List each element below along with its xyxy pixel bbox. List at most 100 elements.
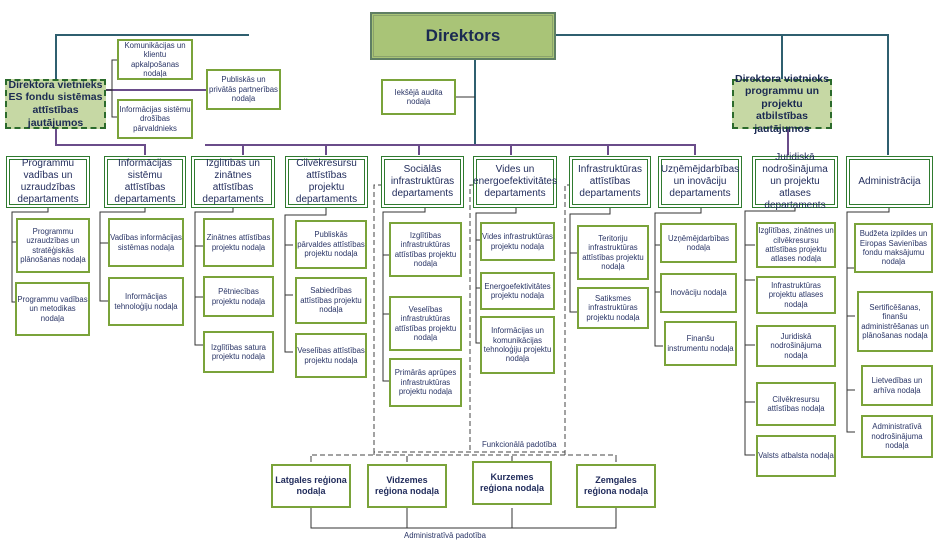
- department-box[interactable]: Administrācija: [846, 156, 933, 208]
- deputy-eu-funds-box[interactable]: Direktora vietnieks ES fondu sistēmas at…: [5, 79, 106, 129]
- director-label: Direktors: [425, 25, 501, 45]
- unit-box[interactable]: Infrastruktūras projektu atlases nodaļa: [756, 276, 836, 314]
- unit-label: Lietvedības un arhīva nodaļa: [871, 376, 923, 395]
- unit-label: Zinātnes attīstības projektu nodaļa: [206, 233, 271, 252]
- region-label: Vidzemes reģiona nodaļa: [374, 475, 439, 496]
- unit-box[interactable]: Publiskās pārvaldes attīstības projektu …: [295, 220, 367, 269]
- region-zemgale-box[interactable]: Zemgales reģiona nodaļa: [576, 464, 656, 508]
- unit-box[interactable]: Satiksmes infrastruktūras projektu nodaļ…: [577, 287, 649, 329]
- unit-label: Budžeta izpildes un Eiropas Savienības f…: [859, 229, 928, 267]
- unit-box[interactable]: Programmu vadības un metodikas nodaļa: [15, 282, 90, 336]
- unit-label: Pētniecības projektu nodaļa: [211, 287, 266, 306]
- unit-label: Teritoriju infrastruktūras attīstības pr…: [582, 233, 644, 271]
- communication-unit-label: Komunikācijas un klientu apkalpošanas no…: [124, 40, 186, 78]
- communication-unit-box[interactable]: Komunikācijas un klientu apkalpošanas no…: [117, 39, 193, 80]
- region-vidzeme-box[interactable]: Vidzemes reģiona nodaļa: [367, 464, 447, 508]
- unit-box[interactable]: Primārās aprūpes infrastruktūras projekt…: [389, 358, 462, 407]
- deputy-programs-box[interactable]: Direktora vietnieks programmu un projekt…: [732, 73, 832, 135]
- unit-box[interactable]: Finanšu instrumentu nodaļa: [664, 321, 737, 366]
- department-box[interactable]: Uzņēmējdarbības un inovāciju departament…: [658, 156, 742, 208]
- unit-box[interactable]: Zinātnes attīstības projektu nodaļa: [203, 218, 274, 267]
- department-box[interactable]: Izglītības un zinātnes attīstības depart…: [191, 156, 275, 208]
- functional-subordination-caption: Funkcionālā padotība: [482, 440, 557, 449]
- unit-label: Informācijas tehnoloģiju nodaļa: [114, 292, 178, 311]
- department-box[interactable]: Informācijas sistēmu attīstības departam…: [104, 156, 186, 208]
- unit-box[interactable]: Administratīvā nodrošinājuma nodaļa: [861, 415, 933, 458]
- unit-label: Uzņēmējdarbības nodaļa: [667, 233, 730, 252]
- unit-label: Veselības infrastruktūras attīstības pro…: [394, 304, 457, 342]
- unit-label: Sertificēšanas, finanšu administrēšanas …: [861, 302, 929, 340]
- unit-label: Valsts atbalsta nodaļa: [758, 451, 834, 461]
- unit-label: Vides infrastruktūras projektu nodaļa: [482, 232, 553, 251]
- unit-label: Veselības attīstības projektu nodaļa: [297, 346, 365, 365]
- region-latgale-box[interactable]: Latgales reģiona nodaļa: [271, 464, 351, 508]
- unit-box[interactable]: Vadības informācijas sistēmas nodaļa: [108, 218, 184, 267]
- region-label: Latgales reģiona nodaļa: [275, 475, 347, 496]
- unit-box[interactable]: Energoefektivitātes projektu nodaļa: [480, 272, 555, 310]
- unit-label: Sabiedrības attīstības projektu nodaļa: [300, 286, 362, 315]
- unit-label: Izglītības infrastruktūras attīstības pr…: [394, 230, 457, 268]
- unit-label: Energoefektivitātes projektu nodaļa: [484, 281, 551, 300]
- unit-box[interactable]: Pētniecības projektu nodaļa: [203, 276, 274, 317]
- ppp-unit-label: Publiskās un privātās partnerības nodaļa: [209, 75, 278, 104]
- unit-label: Publiskās pārvaldes attīstības projektu …: [297, 230, 365, 259]
- unit-box[interactable]: Programmu uzraudzības un stratēģiskās pl…: [16, 218, 90, 273]
- unit-label: Finanšu instrumentu nodaļa: [667, 334, 734, 353]
- department-label: Vides un energoefektivitātes departament…: [473, 164, 557, 199]
- unit-box[interactable]: Veselības attīstības projektu nodaļa: [295, 333, 367, 378]
- department-label: Infrastruktūras attīstības departaments: [578, 164, 642, 199]
- department-box[interactable]: Vides un energoefektivitātes departament…: [473, 156, 557, 208]
- department-label: Izglītības un zinātnes attīstības depart…: [202, 158, 264, 205]
- director-box[interactable]: Direktors: [370, 12, 556, 60]
- unit-label: Izglītības, zinātnes un cilvēkresursu at…: [758, 226, 834, 264]
- unit-box[interactable]: Vides infrastruktūras projektu nodaļa: [480, 222, 555, 261]
- region-label: Zemgales reģiona nodaļa: [583, 475, 648, 496]
- department-label: Uzņēmējdarbības un inovāciju departament…: [660, 164, 740, 199]
- department-label: Informācijas sistēmu attīstības departam…: [114, 158, 176, 205]
- unit-label: Administratīvā nodrošinājuma nodaļa: [871, 422, 923, 451]
- unit-box[interactable]: Uzņēmējdarbības nodaļa: [660, 223, 737, 263]
- internal-audit-label: Iekšējā audita nodaļa: [394, 87, 443, 106]
- unit-box[interactable]: Juridiskā nodrošinājuma nodaļa: [756, 325, 836, 367]
- unit-box[interactable]: Inovāciju nodaļa: [660, 273, 737, 313]
- unit-box[interactable]: Izglītības satura projektu nodaļa: [203, 331, 274, 373]
- ppp-unit-box[interactable]: Publiskās un privātās partnerības nodaļa: [206, 69, 281, 110]
- unit-box[interactable]: Informācijas tehnoloģiju nodaļa: [108, 277, 184, 326]
- department-box[interactable]: Programmu vadības un uzraudzības departa…: [6, 156, 90, 208]
- department-box[interactable]: Sociālās infrastruktūras departaments: [381, 156, 464, 208]
- department-label: Sociālās infrastruktūras departaments: [390, 164, 455, 199]
- region-kurzeme-box[interactable]: Kurzemes reģiona nodaļa: [472, 461, 552, 505]
- unit-box[interactable]: Izglītības, zinātnes un cilvēkresursu at…: [756, 222, 836, 268]
- unit-label: Programmu uzraudzības un stratēģiskās pl…: [20, 226, 86, 264]
- unit-box[interactable]: Izglītības infrastruktūras attīstības pr…: [389, 222, 462, 277]
- unit-label: Infrastruktūras projektu atlases nodaļa: [768, 280, 824, 309]
- department-label: Juridiskā nodrošinājuma un projektu atla…: [762, 152, 828, 211]
- unit-label: Inovāciju nodaļa: [670, 288, 727, 298]
- unit-box[interactable]: Sabiedrības attīstības projektu nodaļa: [295, 277, 367, 324]
- unit-label: Informācijas un komunikācijas tehnoloģij…: [483, 326, 552, 364]
- unit-box[interactable]: Lietvedības un arhīva nodaļa: [861, 365, 933, 406]
- department-box[interactable]: Infrastruktūras attīstības departaments: [569, 156, 651, 208]
- unit-label: Vadības informācijas sistēmas nodaļa: [110, 233, 182, 252]
- department-label: Programmu vadības un uzraudzības departa…: [17, 158, 79, 205]
- unit-label: Izglītības satura projektu nodaļa: [210, 342, 267, 361]
- deputy-eu-funds-label: Direktora vietnieks ES fondu sistēmas at…: [8, 78, 103, 129]
- unit-box[interactable]: Valsts atbalsta nodaļa: [756, 435, 836, 477]
- unit-label: Juridiskā nodrošinājuma nodaļa: [770, 331, 822, 360]
- internal-audit-box[interactable]: Iekšējā audita nodaļa: [381, 79, 456, 115]
- region-label: Kurzemes reģiona nodaļa: [479, 472, 544, 493]
- department-box[interactable]: Cilvēkresursu attīstības projektu depart…: [285, 156, 368, 208]
- unit-box[interactable]: Budžeta izpildes un Eiropas Savienības f…: [854, 223, 933, 273]
- unit-box[interactable]: Teritoriju infrastruktūras attīstības pr…: [577, 225, 649, 280]
- unit-label: Cilvēkresursu attīstības nodaļa: [767, 394, 825, 413]
- unit-box[interactable]: Cilvēkresursu attīstības nodaļa: [756, 382, 836, 426]
- unit-box[interactable]: Informācijas un komunikācijas tehnoloģij…: [480, 316, 555, 374]
- unit-box[interactable]: Sertificēšanas, finanšu administrēšanas …: [857, 291, 933, 352]
- department-box[interactable]: Juridiskā nodrošinājuma un projektu atla…: [752, 152, 838, 211]
- deputy-programs-label: Direktora vietnieks programmu un projekt…: [735, 72, 829, 135]
- unit-box[interactable]: Veselības infrastruktūras attīstības pro…: [389, 296, 462, 351]
- department-label: Administrācija: [858, 176, 921, 187]
- is-security-manager-box[interactable]: Informācijas sistēmu drošības pārvaldnie…: [117, 99, 193, 139]
- unit-label: Programmu vadības un metodikas nodaļa: [17, 294, 88, 323]
